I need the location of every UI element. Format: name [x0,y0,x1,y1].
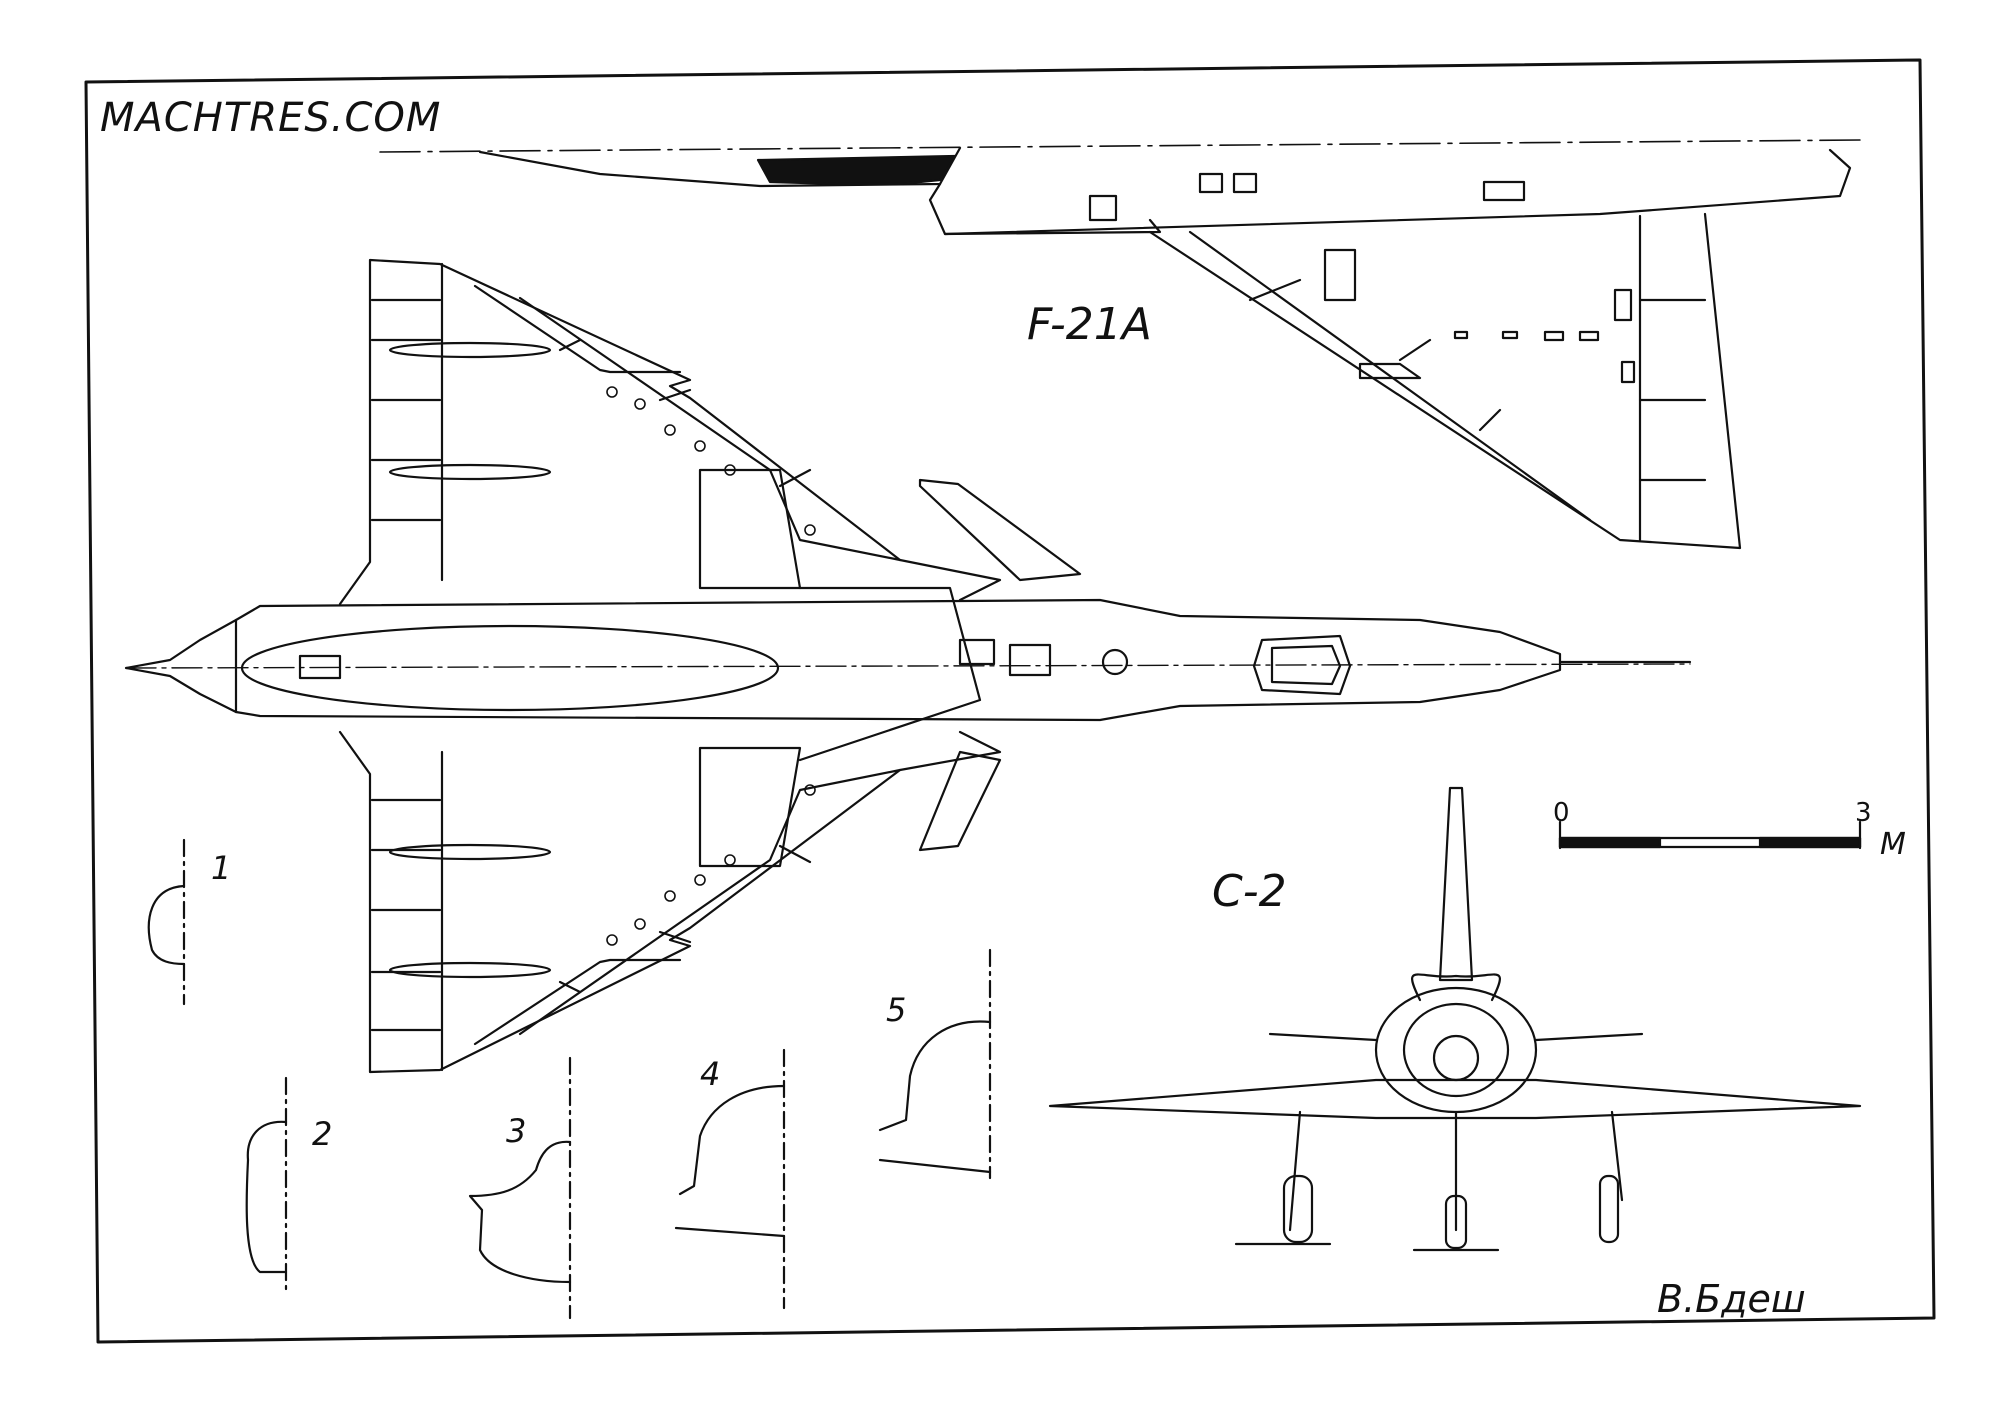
scale-start-label: 0 [1553,798,1570,828]
side-view [379,139,1861,550]
scale-end-label: 3 [1855,798,1872,828]
section-label-5: 5 [886,991,907,1029]
section-label-1: 1 [211,849,232,887]
top-view [124,258,1692,1074]
scale-unit-label: M [1880,827,1906,862]
variant-label: C-2 [1212,866,1287,917]
author-signature: B.Бдеш [1657,1277,1806,1321]
front-view [1048,786,1862,1252]
section-label-4: 4 [700,1055,721,1093]
section-label-3: 3 [506,1112,527,1150]
fuselage-sections [147,838,992,1320]
website-watermark: MACHTRES.COM [100,95,442,141]
section-label-2: 2 [312,1115,333,1153]
scale-bar [1558,820,1862,850]
model-label: F-21A [1027,299,1152,350]
drawing-frame [84,58,1936,1344]
